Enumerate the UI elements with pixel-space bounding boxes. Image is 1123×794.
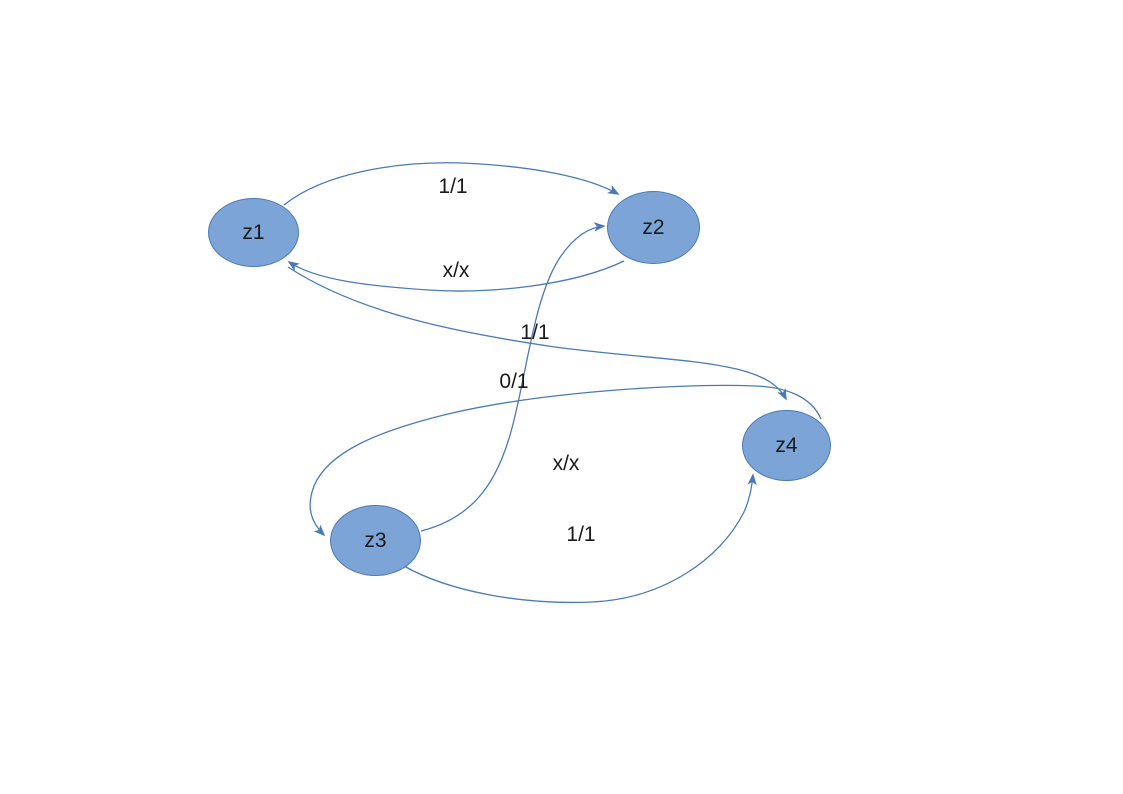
edge-label-z1-z2: 1/1 [438, 175, 468, 198]
state-node-z1: z1 [208, 198, 299, 267]
state-node-z4: z4 [742, 410, 831, 481]
edge-label-z3-z4: 1/1 [566, 523, 596, 546]
edge-z1-z4 [287, 266, 787, 401]
edge-label-z2-z1: x/x [442, 259, 470, 282]
edge-z3-z2 [420, 222, 606, 532]
state-node-z2: z2 [607, 191, 700, 264]
state-label-z4: z4 [775, 433, 798, 457]
state-label-z3: z3 [364, 528, 387, 552]
edge-z4-z3 [309, 384, 822, 537]
state-label-z2: z2 [642, 215, 665, 239]
edge-label-z3-z2: 0/1 [499, 370, 529, 393]
state-label-z1: z1 [242, 220, 265, 244]
edge-label-z4-z3: x/x [552, 452, 580, 475]
edge-z3-z4 [403, 473, 757, 604]
edge-label-z1-z4: 1/1 [520, 321, 550, 344]
edge-z2-z1 [287, 260, 625, 292]
edge-z1-z2 [283, 162, 620, 206]
state-node-z3: z3 [330, 505, 421, 576]
